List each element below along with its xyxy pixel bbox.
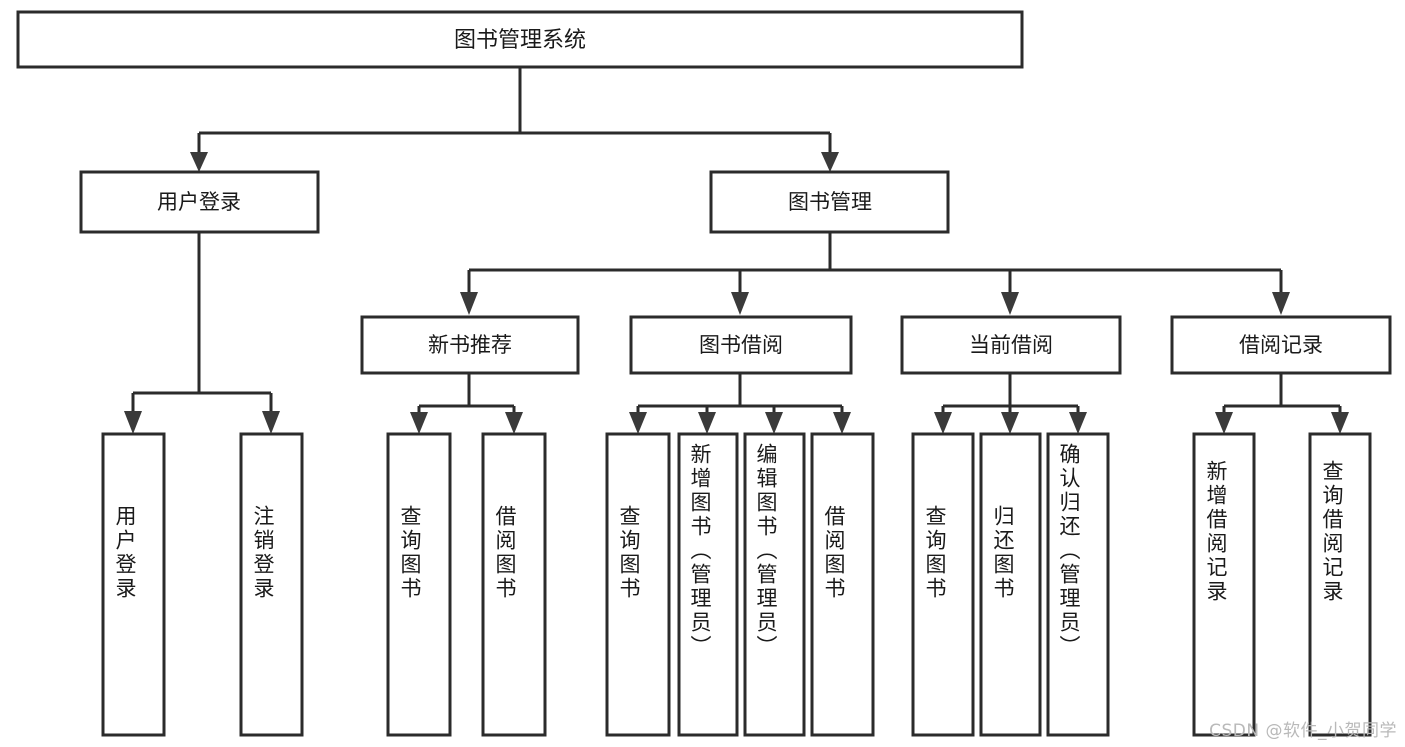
leaf-box-query-book-current[interactable] [911,432,975,737]
leaf-box-add-book-admin[interactable] [677,432,739,737]
node-book-borrow[interactable]: 图书借阅 [629,315,853,375]
node-borrow-record[interactable]: 借阅记录 [1170,315,1392,375]
connector-borrowrecord-to-leaves [1215,373,1349,434]
leaf-box-confirm-return-admin[interactable] [1046,432,1110,737]
node-book-management[interactable]: 图书管理 [709,170,950,234]
node-root-label: 图书管理系统 [454,28,586,53]
node-current-borrow[interactable]: 当前借阅 [900,315,1122,375]
connector-currentborrow-to-leaves [934,373,1087,434]
leaf-box-query-book-recommend[interactable] [386,432,452,737]
leaf-box-edit-book-admin[interactable] [743,432,806,737]
csdn-watermark: CSDN @软件_小贺同学 [1209,721,1397,741]
node-root-book-management-system[interactable]: 图书管理系统 [16,10,1024,69]
leaf-box-add-borrow-record[interactable] [1192,432,1256,737]
node-user-login[interactable]: 用户登录 [79,170,320,234]
leaf-box-query-book-borrow[interactable] [605,432,671,737]
connector-bookborrow-to-leaves [629,373,851,434]
node-book-borrow-label: 图书借阅 [699,333,783,357]
node-current-borrow-label: 当前借阅 [969,333,1053,357]
leaf-box-logout[interactable] [239,432,304,737]
connector-root-to-level1 [190,67,839,172]
node-user-login-label: 用户登录 [157,190,241,214]
leaf-box-user-login[interactable] [101,432,166,737]
leaf-box-borrow-book-recommend[interactable] [481,432,547,737]
leaf-box-borrow-book[interactable] [810,432,875,737]
leaf-box-return-book[interactable] [979,432,1042,737]
connector-bookmgmt-to-level2 [460,232,1290,315]
connector-userlogin-to-leaves [124,232,280,434]
leaf-box-query-borrow-record[interactable] [1308,432,1372,737]
node-borrow-record-label: 借阅记录 [1239,333,1323,357]
connector-newbook-to-leaves [410,373,523,434]
node-new-book-recommend[interactable]: 新书推荐 [360,315,580,375]
node-new-book-recommend-label: 新书推荐 [428,333,512,357]
node-book-management-label: 图书管理 [788,190,872,214]
